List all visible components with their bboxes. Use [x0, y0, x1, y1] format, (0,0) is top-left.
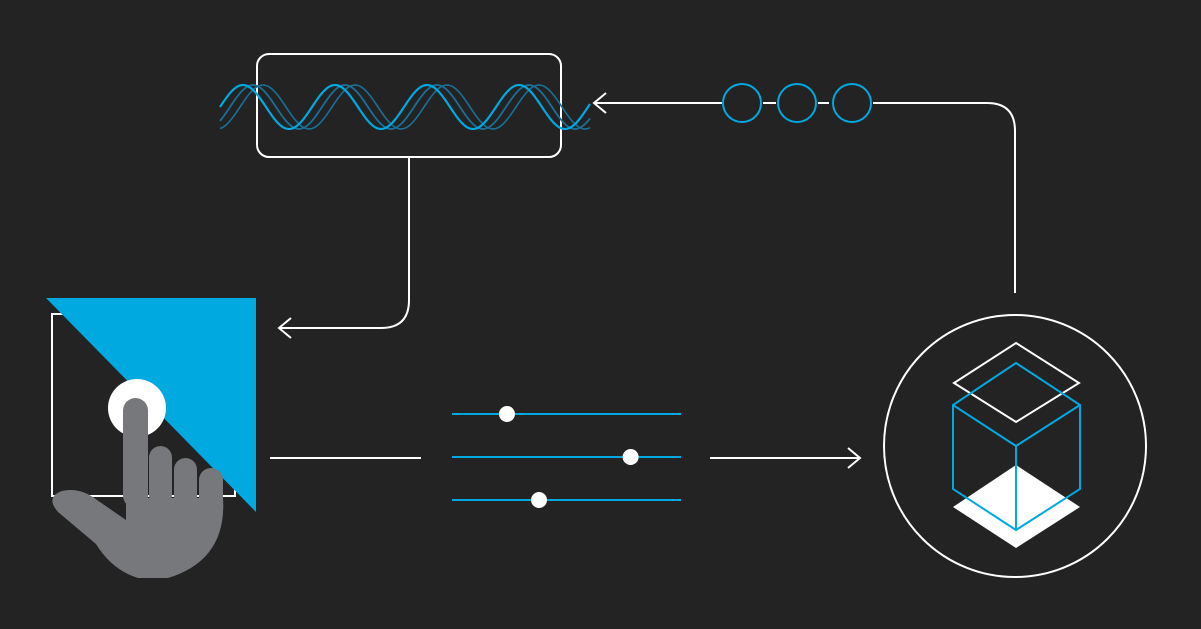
sine-wave-icon — [219, 83, 591, 131]
circle-chain-icon — [722, 83, 872, 123]
return-connector — [592, 83, 1016, 293]
arrow-left-icon — [277, 317, 292, 339]
feedback-connector — [277, 157, 410, 339]
cube-node — [883, 314, 1147, 578]
arrow-left-icon — [592, 92, 607, 114]
return-line — [873, 102, 1016, 293]
feedback-line — [280, 157, 410, 329]
packet-circle — [832, 83, 872, 123]
arrow-right-icon — [847, 447, 862, 469]
packet-circle — [722, 83, 762, 123]
touch-panel — [46, 298, 256, 578]
touch-hand-icon — [52, 398, 224, 578]
slider-knob — [622, 449, 639, 465]
sine-wave-echo — [219, 84, 591, 130]
packet-circle — [777, 83, 817, 123]
sine-wave-primary — [219, 83, 591, 131]
cube-lid — [952, 341, 1081, 424]
slider-knob — [531, 492, 548, 508]
slider-knob — [498, 406, 515, 422]
cube-node-ring — [883, 314, 1147, 578]
slider-controls-icon — [452, 406, 681, 508]
cube-icon — [952, 341, 1081, 548]
